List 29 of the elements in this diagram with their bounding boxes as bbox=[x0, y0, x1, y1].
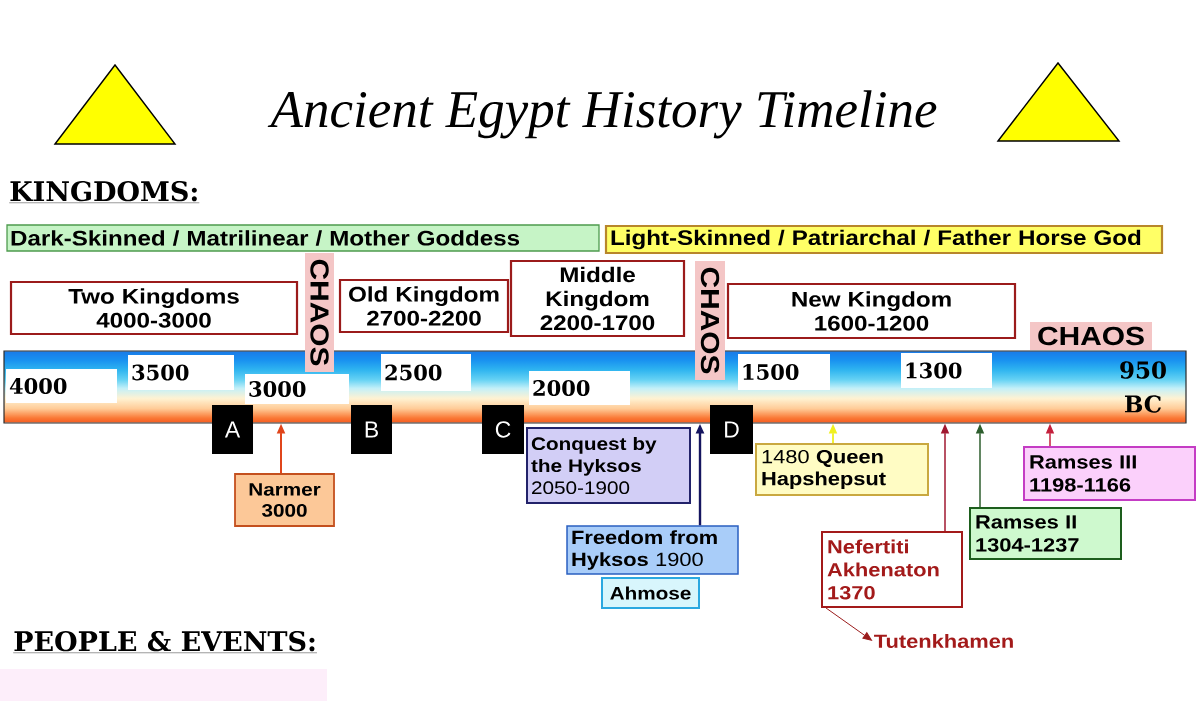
banner: Light-Skinned / Patriarchal / Father Horse God bbox=[604, 224, 1164, 255]
year-box: 2000 bbox=[529, 371, 630, 405]
event-box: Narmer 3000 bbox=[234, 473, 335, 527]
period-box: New Kingdom 1600-1200 bbox=[726, 282, 1017, 340]
arrow bbox=[825, 607, 872, 641]
event-box: Ramses III 1198-1166 bbox=[1023, 446, 1196, 501]
year-box: 2500 bbox=[381, 354, 471, 391]
year-box: 4000 bbox=[6, 369, 117, 403]
event-box: Freedom from Hyksos 1900 bbox=[566, 525, 739, 575]
event-box: Ahmose bbox=[601, 577, 700, 609]
period-box: Two Kingdoms 4000-3000 bbox=[9, 280, 299, 336]
event-box: Conquest by the Hyksos 2050-1900 bbox=[526, 427, 691, 504]
section-heading: PEOPLE & EVENTS: bbox=[13, 630, 318, 653]
vertical-band: CHAOS bbox=[305, 253, 334, 372]
event-label: Tutenkhamen bbox=[874, 634, 1013, 648]
year-box: 1300 bbox=[901, 353, 992, 388]
year-box: 1500 bbox=[738, 354, 830, 390]
section-heading: KINGDOMS: bbox=[9, 180, 200, 203]
vertical-band: CHAOS bbox=[695, 261, 725, 380]
label-patch: CHAOS bbox=[1030, 322, 1152, 350]
event-box: Ramses II 1304-1237 bbox=[969, 507, 1122, 560]
year-box: 3500 bbox=[128, 355, 234, 390]
title: Ancient Egypt History Timeline bbox=[267, 90, 937, 139]
period-box: Old Kingdom 2700-2200 bbox=[338, 278, 510, 334]
year-box: 3000 bbox=[245, 374, 349, 404]
banner: Dark-Skinned / Matrilinear / Mother Goddess bbox=[6, 224, 600, 252]
period-box: Middle Kingdom 2200-1700 bbox=[509, 259, 686, 338]
event-box: 1480 Queen Hapshepsut bbox=[755, 443, 929, 496]
event-box: Nefertiti Akhenaton 1370 bbox=[821, 531, 963, 608]
